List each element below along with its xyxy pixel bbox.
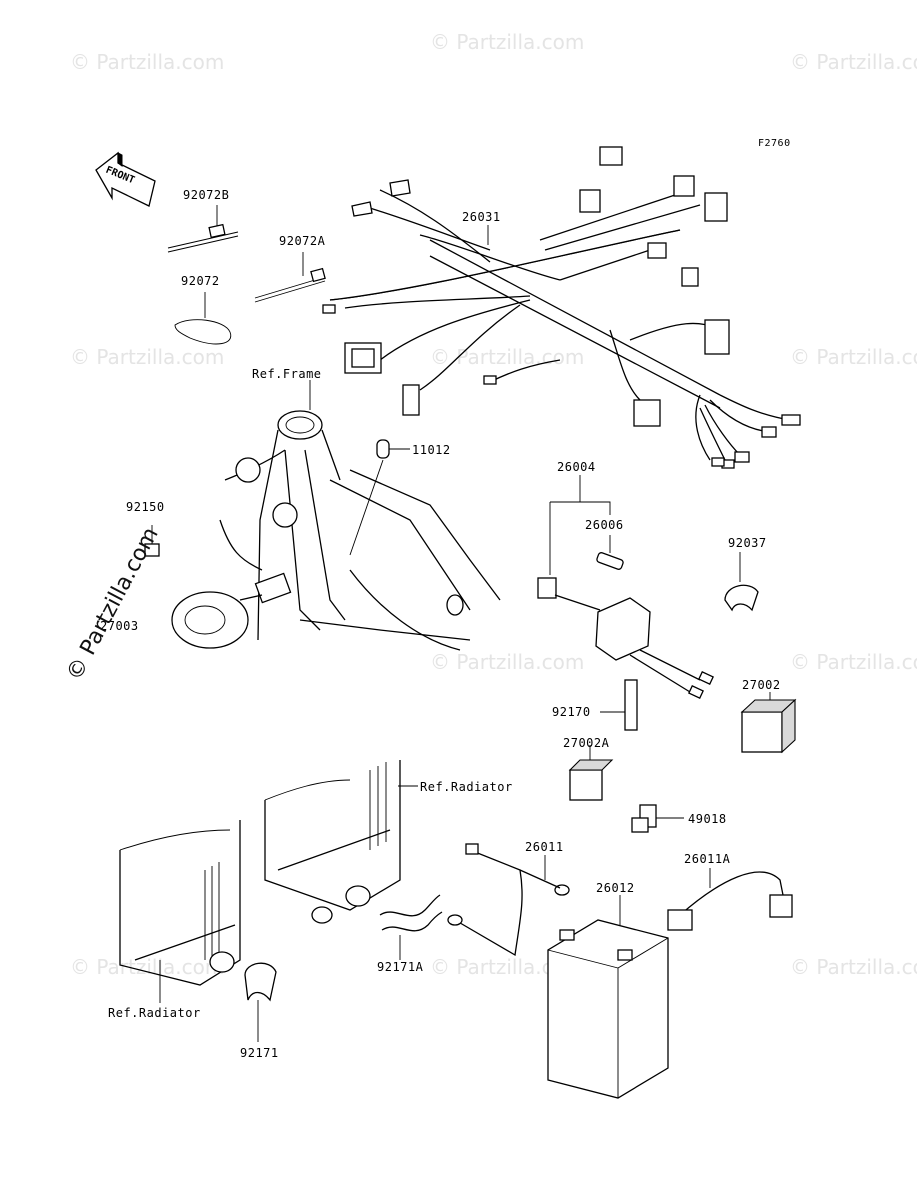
part-label-11012: 11012 (412, 443, 451, 457)
main-harness-26031 (322, 146, 801, 469)
clip-92171A (379, 894, 443, 960)
part-label-92171A: 92171A (377, 960, 424, 974)
part-label-26004: 26004 (557, 460, 596, 474)
part-label-92150: 92150 (126, 500, 165, 514)
part-label-26011: 26011 (525, 840, 564, 854)
part-label-92170: 92170 (552, 705, 591, 719)
horn-27003 (171, 591, 263, 649)
front-arrow-icon (95, 151, 156, 207)
part-label-92037: 92037 (728, 536, 767, 550)
part-label-26011A: 26011A (684, 852, 731, 866)
part-label-92072: 92072 (181, 274, 220, 288)
part-label-27002: 27002 (742, 678, 781, 692)
grommet-11012 (349, 439, 410, 556)
part-label-27003: 27003 (100, 619, 139, 633)
bracket-92170 (600, 679, 638, 731)
ignition-unit-26004 (537, 475, 714, 700)
clamp-92037 (724, 552, 759, 612)
ref-label-radiator-upper: Ref.Radiator (420, 780, 513, 794)
relay-27002A (568, 745, 614, 801)
cable-tie-92072B (167, 205, 239, 253)
radiator-lower-reference-drawing (119, 820, 241, 1003)
fuse-26006 (596, 535, 624, 570)
part-label-26012: 26012 (596, 881, 635, 895)
figure-code: F2760 (758, 138, 791, 149)
battery-cable-26011 (447, 843, 570, 957)
clip-92171 (244, 962, 277, 1042)
radiator-upper-reference-drawing (264, 760, 418, 924)
battery-26012 (547, 895, 669, 1099)
part-label-92072A: 92072A (279, 234, 326, 248)
ref-label-radiator-lower: Ref.Radiator (108, 1006, 201, 1020)
band-92072 (174, 292, 232, 345)
part-label-26031: 26031 (462, 210, 501, 224)
battery-cable-26011A (667, 868, 793, 931)
relay-27002 (740, 692, 797, 754)
part-label-49018: 49018 (688, 812, 727, 826)
cable-tie-92072A (254, 252, 326, 303)
bolt-92150 (144, 525, 160, 557)
part-label-92072B: 92072B (183, 188, 230, 202)
ref-label-frame: Ref.Frame (252, 367, 322, 381)
connector-49018 (631, 804, 684, 833)
part-label-92171: 92171 (240, 1046, 279, 1060)
part-label-26006: 26006 (585, 518, 624, 532)
part-label-27002A: 27002A (563, 736, 610, 750)
frame-reference-drawing (219, 380, 501, 651)
